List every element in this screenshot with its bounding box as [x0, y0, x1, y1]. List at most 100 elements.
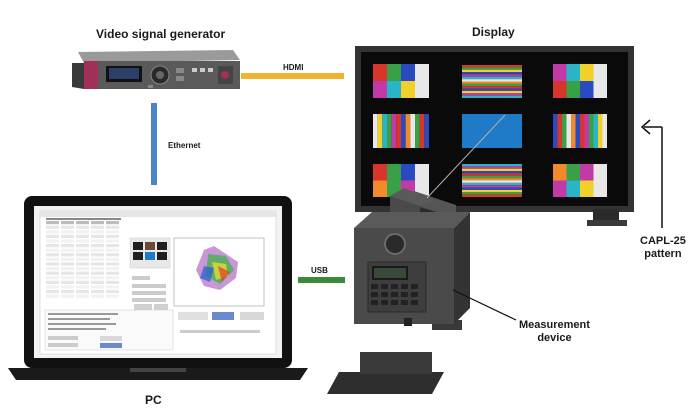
video-generator-icon — [72, 50, 240, 89]
keypad-key — [411, 284, 418, 289]
pattern-bar — [387, 114, 392, 148]
pattern-stripe — [462, 95, 522, 98]
measurement-label: Measurement device — [519, 319, 590, 345]
table-cell — [106, 239, 119, 243]
pattern-stripe — [462, 74, 522, 77]
table-cell — [46, 230, 59, 234]
pattern-label-line-1: CAPL-25 — [640, 235, 686, 247]
table-cell — [76, 244, 89, 248]
pattern-bar — [575, 114, 580, 148]
table-cell — [61, 271, 74, 275]
pattern-block — [387, 164, 401, 181]
table-cell — [76, 234, 89, 238]
table-cell — [76, 280, 89, 284]
pattern-label: CAPL-25 pattern — [640, 235, 686, 261]
table-cell — [46, 221, 59, 225]
table-cell — [46, 248, 59, 252]
pattern-bar — [377, 114, 383, 148]
pattern-stripe — [462, 67, 522, 70]
keypad-key — [371, 292, 378, 297]
table-cell — [76, 271, 89, 275]
table-cell — [91, 253, 104, 257]
pattern-stripe — [462, 194, 522, 197]
table-cell — [61, 230, 74, 234]
pattern-stripe — [462, 79, 522, 82]
table-cell — [106, 290, 119, 294]
table-cell — [91, 267, 104, 271]
table-cell — [91, 280, 104, 284]
pattern-bar — [584, 114, 589, 148]
keypad-key — [391, 284, 398, 289]
table-cell — [106, 262, 119, 266]
pattern-block — [553, 64, 567, 81]
table-cell — [91, 239, 104, 243]
pattern-stripe — [462, 173, 522, 176]
table-cell — [91, 230, 104, 234]
table-cell — [76, 248, 89, 252]
table-cell — [106, 285, 119, 289]
table-cell — [106, 253, 119, 257]
pattern-stripe — [462, 90, 522, 94]
table-cell — [91, 248, 104, 252]
table-cell — [91, 234, 104, 238]
pattern-block — [387, 64, 401, 81]
pattern-stripe — [462, 185, 522, 188]
pattern-bar — [566, 114, 571, 148]
table-cell — [61, 244, 74, 248]
pattern-bar — [598, 114, 603, 148]
table-cell — [46, 276, 59, 280]
keypad-key — [381, 300, 388, 305]
table-cell — [61, 225, 74, 229]
pattern-block — [387, 81, 401, 98]
pattern-block — [580, 81, 594, 98]
table-cell — [61, 221, 74, 225]
table-cell — [76, 239, 89, 243]
pattern-stripe — [462, 166, 522, 169]
table-cell — [61, 234, 74, 238]
laptop-pc-icon — [8, 196, 308, 380]
table-cell — [61, 248, 74, 252]
pattern-bar — [571, 114, 576, 148]
table-cell — [76, 285, 89, 289]
pattern-block — [566, 64, 580, 81]
pattern-bar — [589, 114, 594, 148]
pattern-block — [373, 81, 387, 98]
pattern-block — [566, 164, 580, 181]
table-cell — [76, 262, 89, 266]
measurement-pointer — [452, 289, 517, 321]
measurement-label-line-2: device — [537, 332, 572, 344]
table-cell — [46, 267, 59, 271]
pattern-stripe — [462, 76, 522, 80]
pattern-stripe — [462, 187, 522, 190]
hdmi-label: HDMI — [283, 63, 304, 72]
table-cell — [106, 248, 119, 252]
ethernet-label: Ethernet — [168, 141, 201, 150]
table-cell — [76, 290, 89, 294]
pattern-bar — [415, 114, 420, 148]
pattern-block — [553, 180, 567, 197]
usb-cable — [298, 277, 345, 283]
table-cell — [91, 271, 104, 275]
table-cell — [61, 257, 74, 261]
table-cell — [106, 294, 119, 298]
table-cell — [76, 257, 89, 261]
table-cell — [91, 276, 104, 280]
pattern-bar — [391, 114, 397, 148]
table-cell — [61, 285, 74, 289]
pattern-bar — [562, 114, 567, 148]
pattern-stripe — [462, 182, 522, 186]
pattern-stripe — [462, 192, 522, 195]
pattern-block — [593, 64, 607, 81]
keypad-key — [371, 284, 378, 289]
pattern-stripe — [462, 180, 522, 183]
pattern-block — [566, 180, 580, 197]
pattern-label-line-2: pattern — [644, 248, 682, 260]
table-cell — [76, 230, 89, 234]
pattern-block — [580, 180, 594, 197]
table-cell — [61, 280, 74, 284]
table-cell — [46, 285, 59, 289]
pattern-stripe — [462, 65, 522, 68]
pattern-bar — [419, 114, 425, 148]
pattern-bar — [382, 114, 387, 148]
